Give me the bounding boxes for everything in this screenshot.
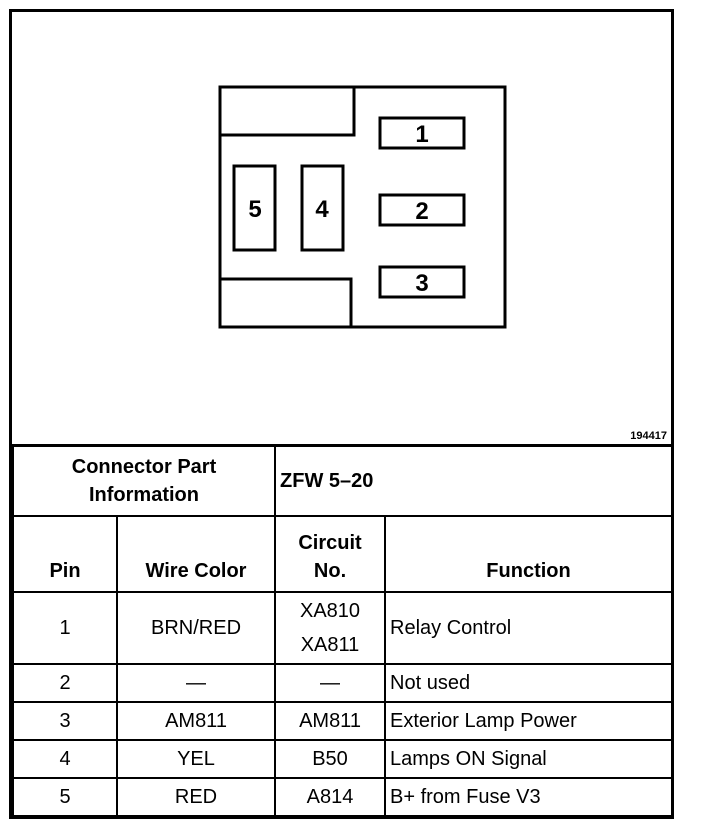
pin-label-1: 1 [415, 121, 428, 148]
circuit-number: AM811 [299, 710, 361, 732]
connector-face-svg: 1 2 3 4 5 [218, 85, 507, 329]
circuit-number: B50 [312, 748, 348, 770]
pin-label-2: 2 [415, 198, 428, 225]
cell-pin: 5 [12, 777, 118, 817]
cell-wire-color: BRN/RED [115, 591, 277, 665]
circuit-number: XA811 [300, 634, 360, 656]
circuit-number: A814 [306, 786, 354, 808]
table-row: 2——Not used [12, 663, 674, 703]
cell-function: Not used [384, 663, 674, 703]
connector-key-bottom [220, 277, 353, 327]
circuit-number: — [320, 672, 341, 694]
pin-cavity-5 [232, 164, 277, 252]
col-header-wire-color: Wire Color [115, 515, 277, 593]
pin-cavity-1 [378, 116, 466, 150]
circuit-number: XA810 [299, 600, 361, 622]
table-header-row: Pin Wire Color Circuit No. Function [12, 515, 674, 593]
cell-circuit: A814 [274, 777, 387, 817]
connector-info-value: ZFW 5–20 [274, 444, 674, 517]
cell-pin: 1 [12, 591, 118, 665]
pin-cavity-4 [300, 164, 345, 252]
pin-cavity-3 [378, 265, 466, 299]
cell-circuit: B50 [274, 739, 387, 779]
connector-key-top [220, 87, 356, 137]
cell-function: B+ from Fuse V3 [384, 777, 674, 817]
cell-wire-color: RED [115, 777, 277, 817]
cell-wire-color: — [115, 663, 277, 703]
cell-function: Relay Control [384, 591, 674, 665]
connector-info-row: Connector Part Information ZFW 5–20 [11, 444, 674, 517]
cell-wire-color: AM811 [115, 701, 277, 741]
pin-label-4: 4 [315, 196, 329, 223]
cell-pin: 2 [12, 663, 118, 703]
cell-wire-color: YEL [115, 739, 277, 779]
cell-function: Lamps ON Signal [384, 739, 674, 779]
col-header-function: Function [384, 515, 674, 593]
col-header-circuit: Circuit No. [274, 515, 387, 593]
pin-label-5: 5 [248, 196, 261, 223]
figure-id: 194417 [630, 430, 667, 442]
cell-pin: 4 [12, 739, 118, 779]
cell-circuit: AM811 [274, 701, 387, 741]
connector-diagram: 1 2 3 4 5 194417 [12, 12, 671, 444]
connector-info-label: Connector Part Information [11, 444, 277, 517]
cell-pin: 3 [12, 701, 118, 741]
col-header-pin: Pin [12, 515, 118, 593]
cell-circuit: — [274, 663, 387, 703]
pin-label-3: 3 [415, 270, 428, 297]
connector-table: Connector Part Information ZFW 5–20 Pin … [11, 444, 674, 817]
figure-frame: 1 2 3 4 5 194417 Connector Part Informat… [9, 9, 674, 819]
cell-function: Exterior Lamp Power [384, 701, 674, 741]
pin-cavity-2 [378, 193, 466, 227]
connector-body [218, 85, 507, 329]
